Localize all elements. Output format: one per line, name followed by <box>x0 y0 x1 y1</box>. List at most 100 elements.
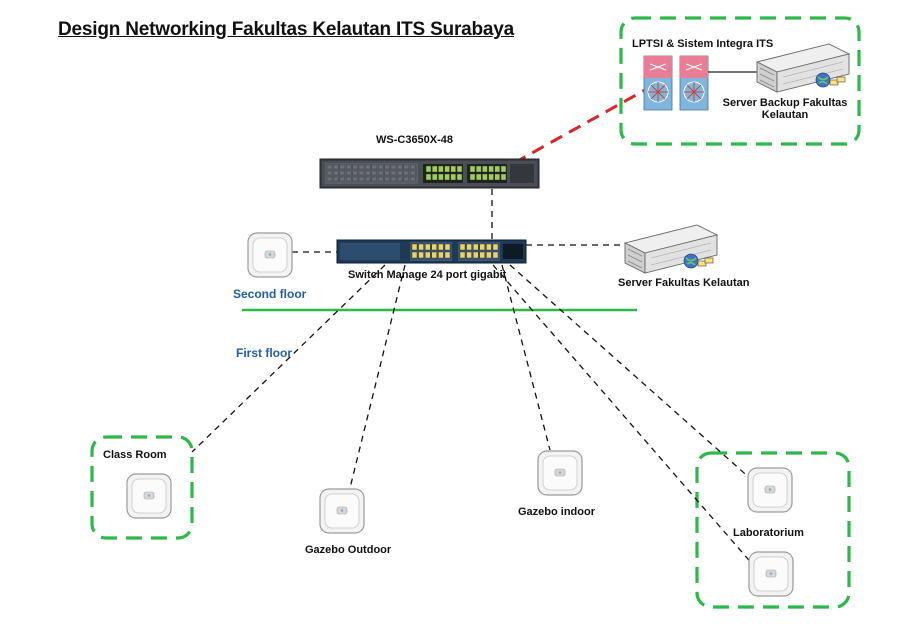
ap-gazebo-indoor <box>537 450 583 496</box>
switch-port <box>444 243 451 251</box>
switch-port <box>486 251 492 259</box>
switch-port <box>339 170 345 176</box>
switch-port <box>425 165 432 173</box>
link-lab-ap-top <box>509 264 753 481</box>
laboratorium-boundary <box>695 451 851 609</box>
switch-port <box>333 170 339 176</box>
switch-port <box>469 173 476 181</box>
switch-port <box>339 164 345 170</box>
link-classroom <box>191 264 386 453</box>
switch-port <box>459 243 466 251</box>
switch-port <box>390 170 397 176</box>
switch-port <box>494 165 500 173</box>
switch-port <box>500 173 507 181</box>
switch-port <box>333 176 339 182</box>
its-router-1 <box>643 55 673 111</box>
switch-port <box>326 176 333 182</box>
ap-classroom <box>126 473 172 519</box>
switch-port <box>346 176 352 182</box>
switch-port <box>403 170 409 176</box>
switch-port <box>333 164 339 170</box>
switch-port <box>459 251 466 259</box>
core-switch-label: WS-C3650X-48 <box>376 134 454 146</box>
switch-port <box>476 165 482 173</box>
link-gazebo-outdoor <box>349 264 406 489</box>
switch-port <box>397 170 403 176</box>
switch-port <box>492 251 499 259</box>
faculty-server <box>624 224 718 274</box>
switch-port <box>482 165 488 173</box>
switch-port <box>444 165 450 173</box>
switch-port <box>425 251 431 259</box>
switch-port <box>492 243 499 251</box>
switch-port <box>371 176 377 182</box>
switch-port <box>432 165 438 173</box>
backup-server-label-line1: Server Backup Fakultas <box>722 97 848 109</box>
switch-port <box>486 243 492 251</box>
uplink-red <box>513 88 646 165</box>
switch-port <box>479 243 485 251</box>
switch-port <box>326 164 333 170</box>
classroom-label: Class Room <box>103 449 167 461</box>
switch-port <box>438 173 444 181</box>
switch-port <box>326 170 333 176</box>
switch-port <box>410 170 416 176</box>
classroom-boundary <box>90 435 194 540</box>
ap-second-floor <box>247 232 293 278</box>
access-switch-label: Switch Manage 24 port gigabit <box>348 269 507 281</box>
link-gazebo-indoor <box>501 264 551 451</box>
switch-port <box>390 164 397 170</box>
its-router-2 <box>679 55 709 111</box>
switch-port <box>488 173 494 181</box>
switch-port <box>365 164 371 170</box>
ap-lab-bottom <box>748 551 794 597</box>
switch-port <box>432 173 438 181</box>
switch-port <box>466 251 472 259</box>
switch-port <box>500 165 507 173</box>
switch-port <box>469 165 476 173</box>
switch-port <box>438 251 444 259</box>
switch-port <box>418 243 424 251</box>
switch-port <box>352 170 358 176</box>
switch-port <box>450 165 456 173</box>
switch-port <box>384 176 390 182</box>
switch-port <box>431 243 437 251</box>
switch-port <box>438 243 444 251</box>
backup-server <box>756 43 850 93</box>
switch-port <box>390 176 397 182</box>
switch-port <box>384 164 390 170</box>
switch-port <box>444 251 451 259</box>
switch-port <box>410 176 416 182</box>
switch-port <box>346 170 352 176</box>
ap-gazebo-outdoor <box>319 488 365 534</box>
switch-port <box>365 176 371 182</box>
switch-port <box>403 176 409 182</box>
switch-port <box>411 251 418 259</box>
switch-port <box>346 164 352 170</box>
switch-port <box>410 164 416 170</box>
switch-port <box>425 173 432 181</box>
switch-port <box>494 173 500 181</box>
switch-port <box>378 164 384 170</box>
switch-port <box>384 170 390 176</box>
switch-port <box>456 165 463 173</box>
diagram-title: Design Networking Fakultas Kelautan ITS … <box>58 19 515 40</box>
core-switch <box>319 158 540 189</box>
switch-port <box>466 243 472 251</box>
itsgroup-label: LPTSI & Sistem Integra ITS <box>632 38 774 50</box>
switch-port <box>450 173 456 181</box>
gazebo-indoor-label: Gazebo indoor <box>518 506 595 518</box>
laboratorium-label: Laboratorium <box>733 527 804 539</box>
switch-port <box>456 173 463 181</box>
switch-port <box>378 170 384 176</box>
backup-server-label: Server Backup Fakultas Kelautan <box>720 97 850 121</box>
first-floor-label: First floor <box>236 346 292 360</box>
second-floor-label: Second floor <box>233 287 307 301</box>
switch-port <box>473 251 479 259</box>
switch-port <box>365 170 371 176</box>
switch-port <box>339 176 345 182</box>
itsgroup-boundary <box>619 16 861 146</box>
switch-port <box>358 176 365 182</box>
switch-port <box>358 164 365 170</box>
